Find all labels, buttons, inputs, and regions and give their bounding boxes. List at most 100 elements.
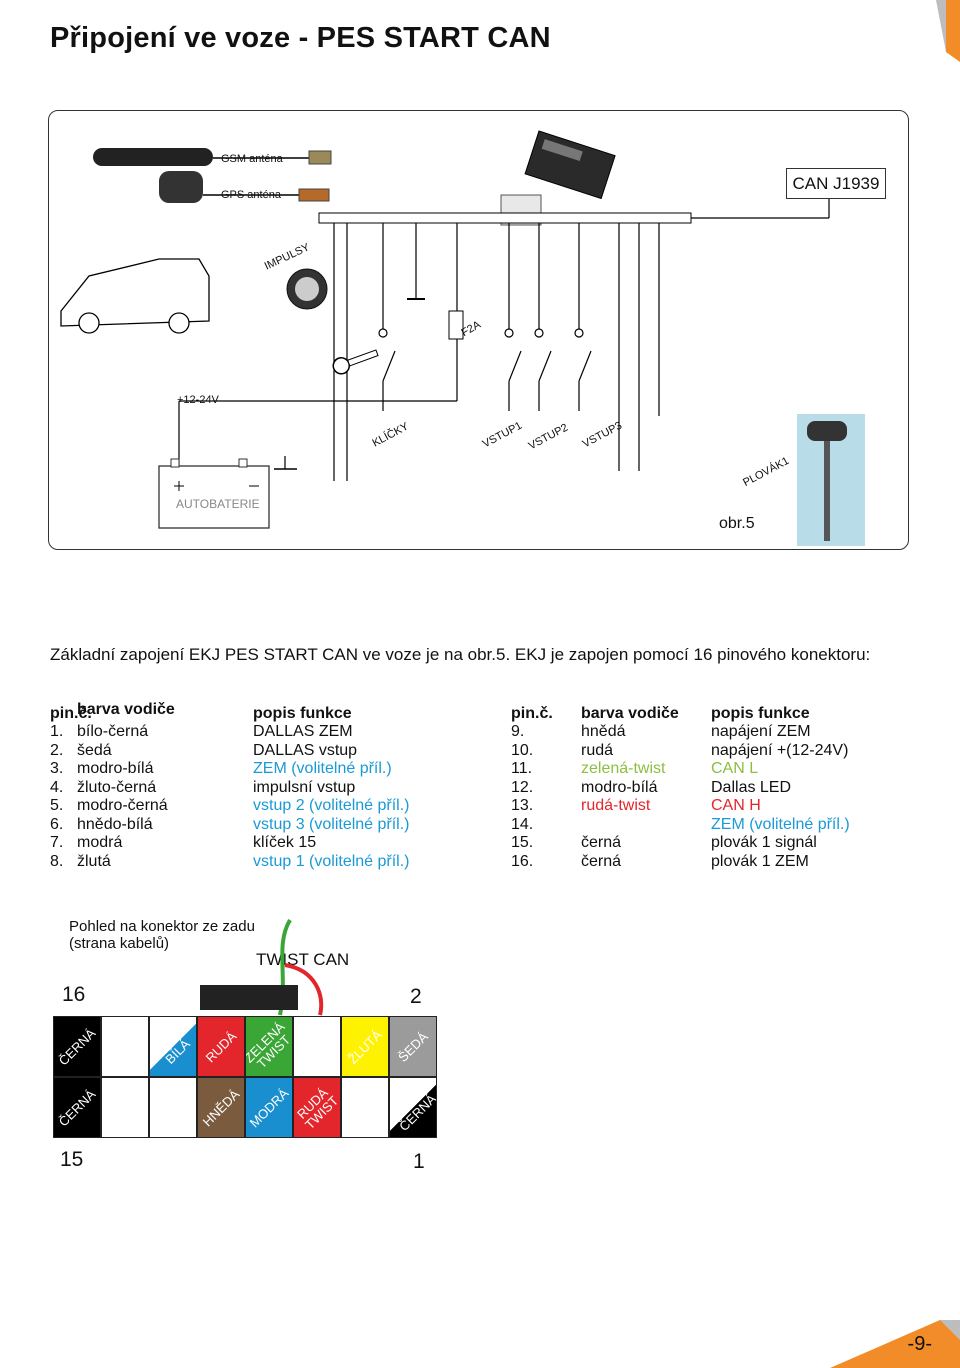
cell-color: modro-černá — [77, 797, 168, 814]
pin-color-label: RUDÁ TWIST — [294, 1084, 341, 1132]
connector-latch — [200, 985, 298, 1010]
cell-pin: 10. — [511, 741, 534, 759]
cell-color: hnědá — [581, 723, 626, 740]
connector-pin: RUDÁ — [197, 1016, 245, 1077]
ekj-unit-icon — [524, 130, 616, 200]
cell-pin: 14. — [511, 815, 534, 833]
cell-color: rudá-twist — [581, 797, 651, 814]
cell-pin: 6. — [50, 815, 64, 833]
connector-pin: ŽLUTÁ — [341, 1016, 389, 1077]
cell-color: černá — [581, 852, 622, 870]
connector-pin: MODRÁ — [245, 1077, 293, 1138]
connector-pin: ZELENÁ TWIST — [245, 1016, 293, 1077]
twist-can-label: TWIST CAN — [256, 950, 350, 969]
cell-pin: 12. — [511, 778, 534, 796]
cell-func: ZEM (volitelné příl.) — [253, 760, 392, 777]
cell-pin: 5. — [50, 797, 64, 814]
cell-func: napájení ZEM — [711, 723, 811, 740]
cell-color: zelená-twist — [581, 760, 666, 777]
gsm-antenna-icon — [93, 148, 213, 166]
cell-func: CAN H — [711, 797, 761, 814]
gps-antenna-label: GPS anténa — [221, 189, 281, 201]
connector-pin: RUDÁ TWIST — [293, 1077, 341, 1138]
header-pin: pin.č. — [511, 705, 553, 722]
connector-pin: MODRO BÍLÁ — [149, 1016, 197, 1077]
cell-pin: 2. — [50, 741, 64, 759]
pin-color-label: ČERNÁ — [55, 1086, 99, 1129]
cell-color: žlutá — [77, 852, 111, 870]
connector-caption: Pohled na konektor ze zadu (strana kabel… — [69, 918, 255, 952]
pin-number-1: 1 — [413, 1150, 425, 1173]
header-pin: pin.č. — [50, 705, 92, 722]
wiring-lines — [60, 130, 865, 546]
page-number: -9- — [907, 1333, 932, 1355]
cell-pin: 9. — [511, 723, 525, 740]
pin-color-label: HNĚDÁ — [199, 1086, 243, 1129]
cell-color: modro-bílá — [77, 760, 154, 777]
connector-pin: ŠEDÁ — [389, 1016, 437, 1077]
cell-func: vstup 3 (volitelné příl.) — [253, 815, 410, 833]
gps-antenna-icon — [159, 171, 203, 203]
cell-color: hnědo-bílá — [77, 815, 153, 833]
pin-color-label: ŽLUTÁ — [345, 1026, 385, 1067]
connector-pin — [149, 1077, 197, 1138]
page-corner-decoration — [830, 1320, 960, 1368]
connector-pin: BÍLO- ČERNÁ — [389, 1077, 437, 1138]
cell-color: šedá — [77, 741, 112, 759]
table-row: 1. bílo-černá DALLAS ZEM — [50, 723, 450, 742]
cell-pin: 1. — [50, 723, 64, 740]
wiring-diagram: GSM anténa GPS anténa IMPULSY F2A +12-24… — [48, 110, 909, 550]
header-color: barva vodiče — [77, 701, 175, 718]
header-func: popis funkce — [253, 705, 352, 722]
pin-number-2: 2 — [410, 985, 422, 1008]
cell-pin: 7. — [50, 834, 64, 851]
cell-func: klíček 15 — [253, 834, 317, 851]
pin-color-label: ŠEDÁ — [395, 1028, 431, 1065]
cell-pin: 4. — [50, 778, 64, 796]
car-icon — [60, 258, 210, 334]
header-func: popis funkce — [711, 705, 810, 722]
cell-func: impulsní vstup — [253, 778, 356, 796]
pin-color-label: MODRÁ — [246, 1085, 292, 1130]
cell-func: plovák 1 signál — [711, 834, 817, 851]
corner-decoration — [936, 0, 960, 62]
cell-func: Dallas LED — [711, 778, 792, 796]
pin-number-16: 16 — [62, 983, 86, 1006]
cell-color: bílo-černá — [77, 723, 149, 740]
gsm-antenna-label: GSM anténa — [221, 153, 283, 165]
pin-number-15: 15 — [60, 1148, 84, 1171]
connector-pin — [101, 1016, 149, 1077]
power-label: +12-24V — [177, 394, 219, 406]
cell-color: rudá — [581, 741, 614, 759]
battery-icon — [158, 456, 297, 529]
table-row: 3. modro-bílá ZEM (volitelné příl.) — [50, 760, 450, 779]
intro-text: Základní zapojení EKJ PES START CAN ve v… — [50, 645, 871, 664]
table-row: 14. ZEM (volitelné příl.) — [511, 816, 931, 835]
connector-pin: ČERNÁ — [53, 1016, 101, 1077]
cell-func: ZEM (volitelné příl.) — [711, 815, 850, 833]
connector-pin — [341, 1077, 389, 1138]
cell-color: černá — [581, 834, 622, 851]
cell-func: vstup 1 (volitelné příl.) — [253, 852, 410, 870]
pin-color-label: BÍLO- ČERNÁ — [391, 1085, 437, 1134]
pin-color-label: ČERNÁ — [55, 1025, 99, 1068]
cell-func: plovák 1 ZEM — [711, 852, 809, 870]
cell-func: DALLAS vstup — [253, 741, 358, 759]
cell-func: DALLAS ZEM — [253, 723, 353, 740]
cell-pin: 11. — [511, 760, 533, 777]
table-row: 2. šedá DALLAS vstup — [50, 742, 450, 761]
cell-pin: 3. — [50, 760, 64, 777]
connector-pin: ČERNÁ — [53, 1077, 101, 1138]
table-row: 4. žluto-černá impulsní vstup — [50, 779, 450, 798]
cell-color: žluto-černá — [77, 778, 157, 796]
pin-color-label: MODRO BÍLÁ — [149, 1018, 193, 1067]
